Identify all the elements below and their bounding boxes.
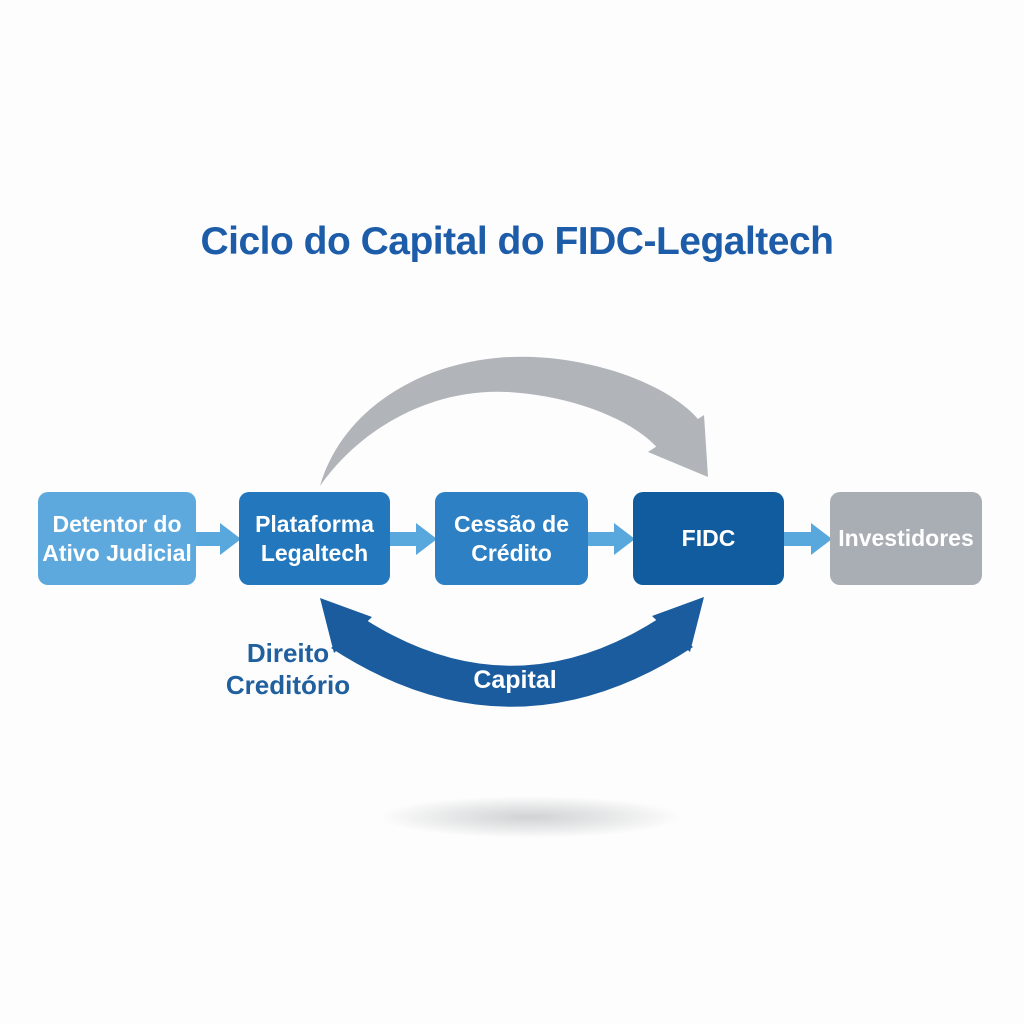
bottom-curved-arrow-icon [320, 597, 704, 707]
diagram-title: Ciclo do Capital do FIDC-Legaltech [200, 220, 834, 263]
flow-arrow-icon [586, 523, 635, 555]
node-investidores: Investidores [830, 492, 982, 585]
flow-arrows [193, 523, 832, 555]
flow-arrow-icon [388, 523, 437, 555]
bottom-left-arrowhead [320, 598, 372, 653]
node-label: Investidores [838, 525, 974, 552]
node-label: Cessão de Crédito [453, 510, 570, 566]
bottom-curved-arrow-body [331, 619, 693, 707]
direito-creditorio-label: Direito Creditório [225, 638, 351, 700]
node-detentor-ativo-judicial: Detentor do Ativo Judicial [38, 492, 196, 585]
node-fidc: FIDC [633, 492, 784, 585]
top-curved-arrowhead [648, 415, 708, 477]
top-curved-arrow-body [320, 356, 702, 486]
node-cessao-de-credito: Cessão de Crédito [435, 492, 588, 585]
node-label: Detentor do Ativo Judicial [42, 510, 192, 566]
floor-shadow [320, 788, 740, 846]
capital-label: Capital [473, 666, 557, 694]
top-curved-arrow-icon [320, 356, 708, 486]
node-label: FIDC [681, 525, 736, 552]
bottom-right-arrowhead [652, 597, 704, 652]
node-label: Plataforma Legaltech [255, 510, 374, 566]
node-plataforma-legaltech: Plataforma Legaltech [239, 492, 390, 585]
flow-arrow-icon [193, 523, 241, 555]
flow-arrow-icon [782, 523, 832, 555]
